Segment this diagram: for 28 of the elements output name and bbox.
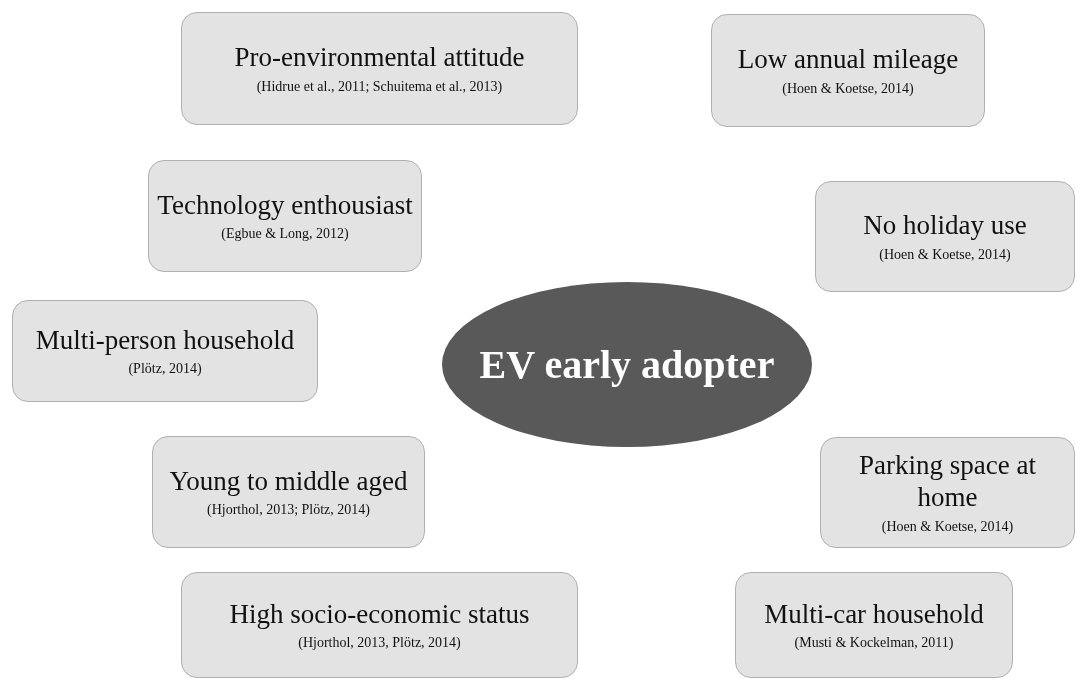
citation: (Plötz, 2014) xyxy=(128,360,202,379)
factor-box xyxy=(152,436,425,548)
factor-title: Technology enthousiast xyxy=(157,188,413,222)
factor-title: Young to middle aged xyxy=(169,464,408,498)
factor-box xyxy=(735,572,1013,678)
factor-title: No holiday use xyxy=(863,209,1027,242)
factor-box xyxy=(815,181,1075,292)
factor-title: Low annual mileage xyxy=(737,43,959,76)
factor-title: Multi-person household xyxy=(35,323,295,357)
citation: (Musti & Kockelman, 2011) xyxy=(794,634,954,653)
citation: (Hjorthol, 2013; Plötz, 2014) xyxy=(207,501,370,520)
factor-box xyxy=(12,300,318,402)
citation: (Hoen & Koetse, 2014) xyxy=(782,79,914,98)
citation: (Hidrue et al., 2011; Schuitema et al., 2013) xyxy=(256,77,503,96)
citation: (Hoen & Koetse, 2014) xyxy=(879,245,1011,264)
citation: (Hoen & Koetse, 2014) xyxy=(881,517,1014,536)
factor-box xyxy=(148,160,422,272)
citation: (Egbue & Long, 2012) xyxy=(221,225,349,244)
factor-title: High socio-economic status xyxy=(229,597,530,631)
factor-box xyxy=(181,572,578,678)
factor-title: Pro-environmental attitude xyxy=(234,41,525,74)
factor-box xyxy=(820,437,1075,548)
citation: (Hjorthol, 2013, Plötz, 2014) xyxy=(298,634,461,653)
factor-box xyxy=(181,12,578,125)
factor-title: Parking space at home xyxy=(858,449,1037,514)
factor-box xyxy=(711,14,985,127)
central-title: EV early adopter xyxy=(479,341,775,388)
factor-title: Multi-car household xyxy=(764,597,984,631)
